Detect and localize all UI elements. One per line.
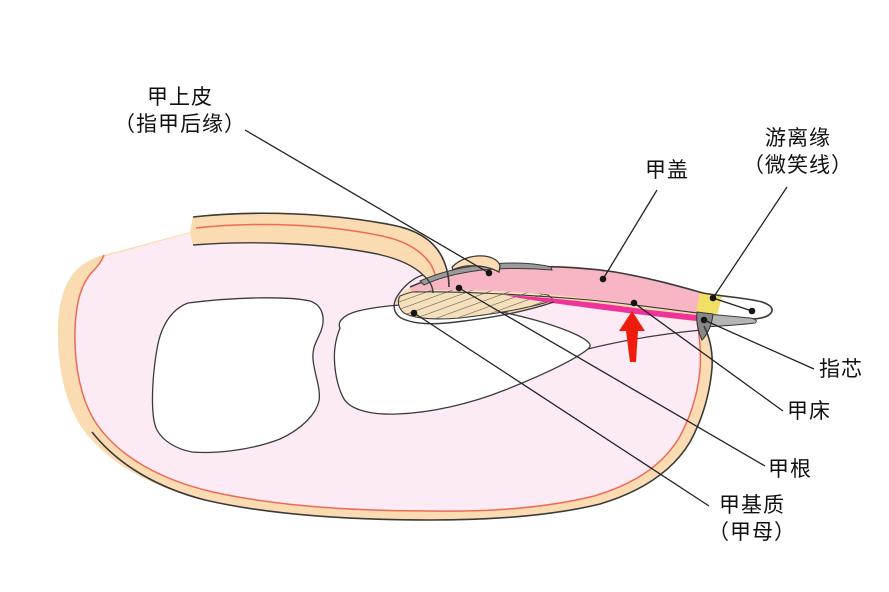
leader-nail-root: [458, 287, 766, 467]
label-eponychium-subtext: （指甲后缘）: [114, 112, 246, 136]
leader-nail-plate: [602, 189, 658, 280]
dot-eponychium: [485, 269, 493, 277]
dot-nail-root: [455, 284, 463, 292]
label-free-edge: 游离缘 （微笑线）: [733, 126, 863, 180]
leader-lines: [244, 129, 815, 507]
fold-lip-outline: [393, 274, 555, 325]
label-free-edge-text: 游离缘: [765, 127, 831, 150]
label-nail-bed: 甲床: [787, 399, 831, 426]
dot-nail-plate: [599, 275, 607, 283]
dot-nail-bed: [630, 299, 638, 307]
leader-free-edge: [711, 186, 788, 312]
leader-nail-matrix: [413, 312, 710, 507]
dot-nail-matrix: [410, 309, 418, 317]
label-nail-plate-text: 甲盖: [645, 159, 689, 182]
label-nail-bed-text: 甲床: [787, 400, 831, 423]
middle-phalanx-bone: [151, 297, 324, 454]
dot-free-edge: [748, 307, 756, 315]
label-finger-core: 指芯: [819, 357, 863, 384]
label-nail-matrix-text: 甲基质: [719, 494, 785, 517]
eponychium-flap: [451, 255, 501, 274]
leader-nail-bed: [633, 302, 784, 412]
skin-outline-top: [192, 212, 450, 288]
leader-finger-core: [703, 319, 815, 370]
dot-finger-core: [700, 316, 708, 324]
dermis-line-bottom-left: [74, 254, 702, 512]
leader-endpoint-dots: [410, 269, 756, 324]
label-nail-matrix-subtext: （甲母）: [708, 520, 796, 544]
nail-plate-shape: [410, 266, 771, 318]
label-nail-plate: 甲盖: [645, 158, 689, 185]
label-finger-core-text: 指芯: [819, 358, 863, 381]
label-nail-matrix: 甲基质 （甲母）: [700, 493, 804, 547]
label-eponychium: 甲上皮 （指甲后缘）: [100, 85, 260, 139]
label-nail-root: 甲根: [768, 457, 812, 484]
label-eponychium-text: 甲上皮: [147, 86, 213, 109]
leader-eponychium: [244, 129, 490, 274]
label-free-edge-subtext: （微笑线）: [743, 153, 853, 177]
label-nail-root-text: 甲根: [768, 458, 812, 481]
skin-outline-inner-top: [192, 242, 434, 294]
skin-outline-front-bottom: [91, 325, 713, 521]
growth-arrow: [619, 311, 645, 362]
dot-smile-line: [709, 294, 717, 302]
nail-bottom-outline: [411, 291, 699, 314]
